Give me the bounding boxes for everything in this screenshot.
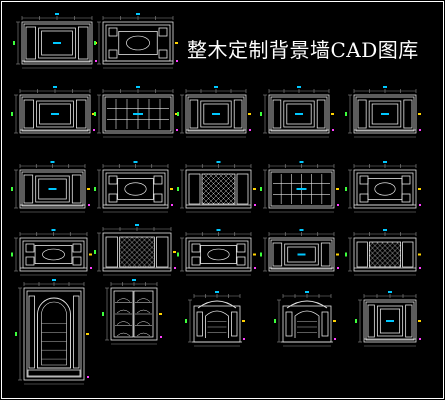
cad-drawing-row2-d bbox=[260, 86, 334, 138]
cad-drawing-row1-a bbox=[13, 13, 97, 69]
cad-drawing-row2-c bbox=[177, 86, 251, 138]
cad-drawing-row5-e bbox=[355, 291, 421, 347]
cad-drawing-row5-a bbox=[15, 279, 89, 385]
cad-drawing-row2-e bbox=[345, 86, 421, 138]
cad-drawing-row4-b bbox=[94, 224, 176, 276]
cad-drawing-row3-d bbox=[260, 161, 339, 213]
cad-drawing-row4-e bbox=[345, 229, 421, 276]
cad-drawing-row4-c bbox=[177, 229, 256, 276]
cad-drawing-row5-c bbox=[185, 291, 245, 347]
cad-drawing-row4-d bbox=[260, 229, 339, 276]
cad-drawing-row3-e bbox=[345, 161, 421, 213]
cad-drawing-row5-b bbox=[102, 279, 162, 345]
page-title: 整木定制背景墙CAD图库 bbox=[187, 38, 419, 62]
cad-drawing-row5-d bbox=[274, 291, 336, 347]
cad-drawing-row2-a bbox=[11, 86, 95, 138]
cad-drawing-row3-a bbox=[11, 161, 90, 213]
cad-drawing-row3-c bbox=[177, 161, 256, 213]
cad-drawing-row4-a bbox=[11, 229, 92, 276]
cad-drawing-row3-b bbox=[94, 161, 173, 213]
cad-drawing-row1-b bbox=[94, 13, 178, 69]
cad-drawing-row2-b bbox=[94, 86, 178, 138]
